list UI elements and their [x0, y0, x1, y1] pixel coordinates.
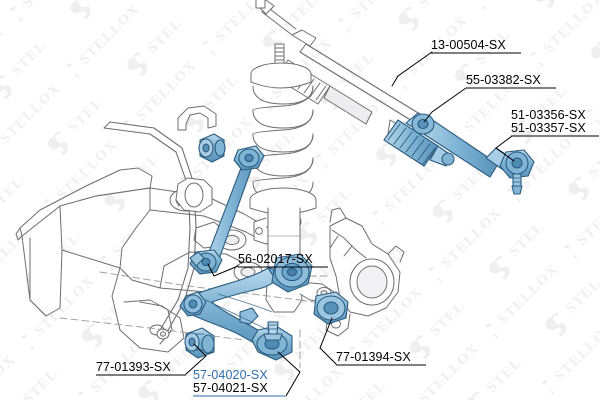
label-51-03356-SX: 51-03356-SX	[511, 108, 586, 122]
label-77-01393-SX: 77-01393-SX	[96, 360, 171, 374]
label-55-03382-SX: 55-03382-SX	[466, 73, 541, 87]
label-13-00504-SX: 13-00504-SX	[431, 38, 506, 52]
label-57-04020-SX: 57-04020-SX	[193, 368, 268, 382]
label-77-01394-SX: 77-01394-SX	[336, 350, 411, 364]
label-51-03357-SX: 51-03357-SX	[511, 121, 586, 135]
label-57-04021-SX: 57-04021-SX	[193, 381, 268, 395]
label-56-02017-SX: 56-02017-SX	[238, 252, 313, 266]
